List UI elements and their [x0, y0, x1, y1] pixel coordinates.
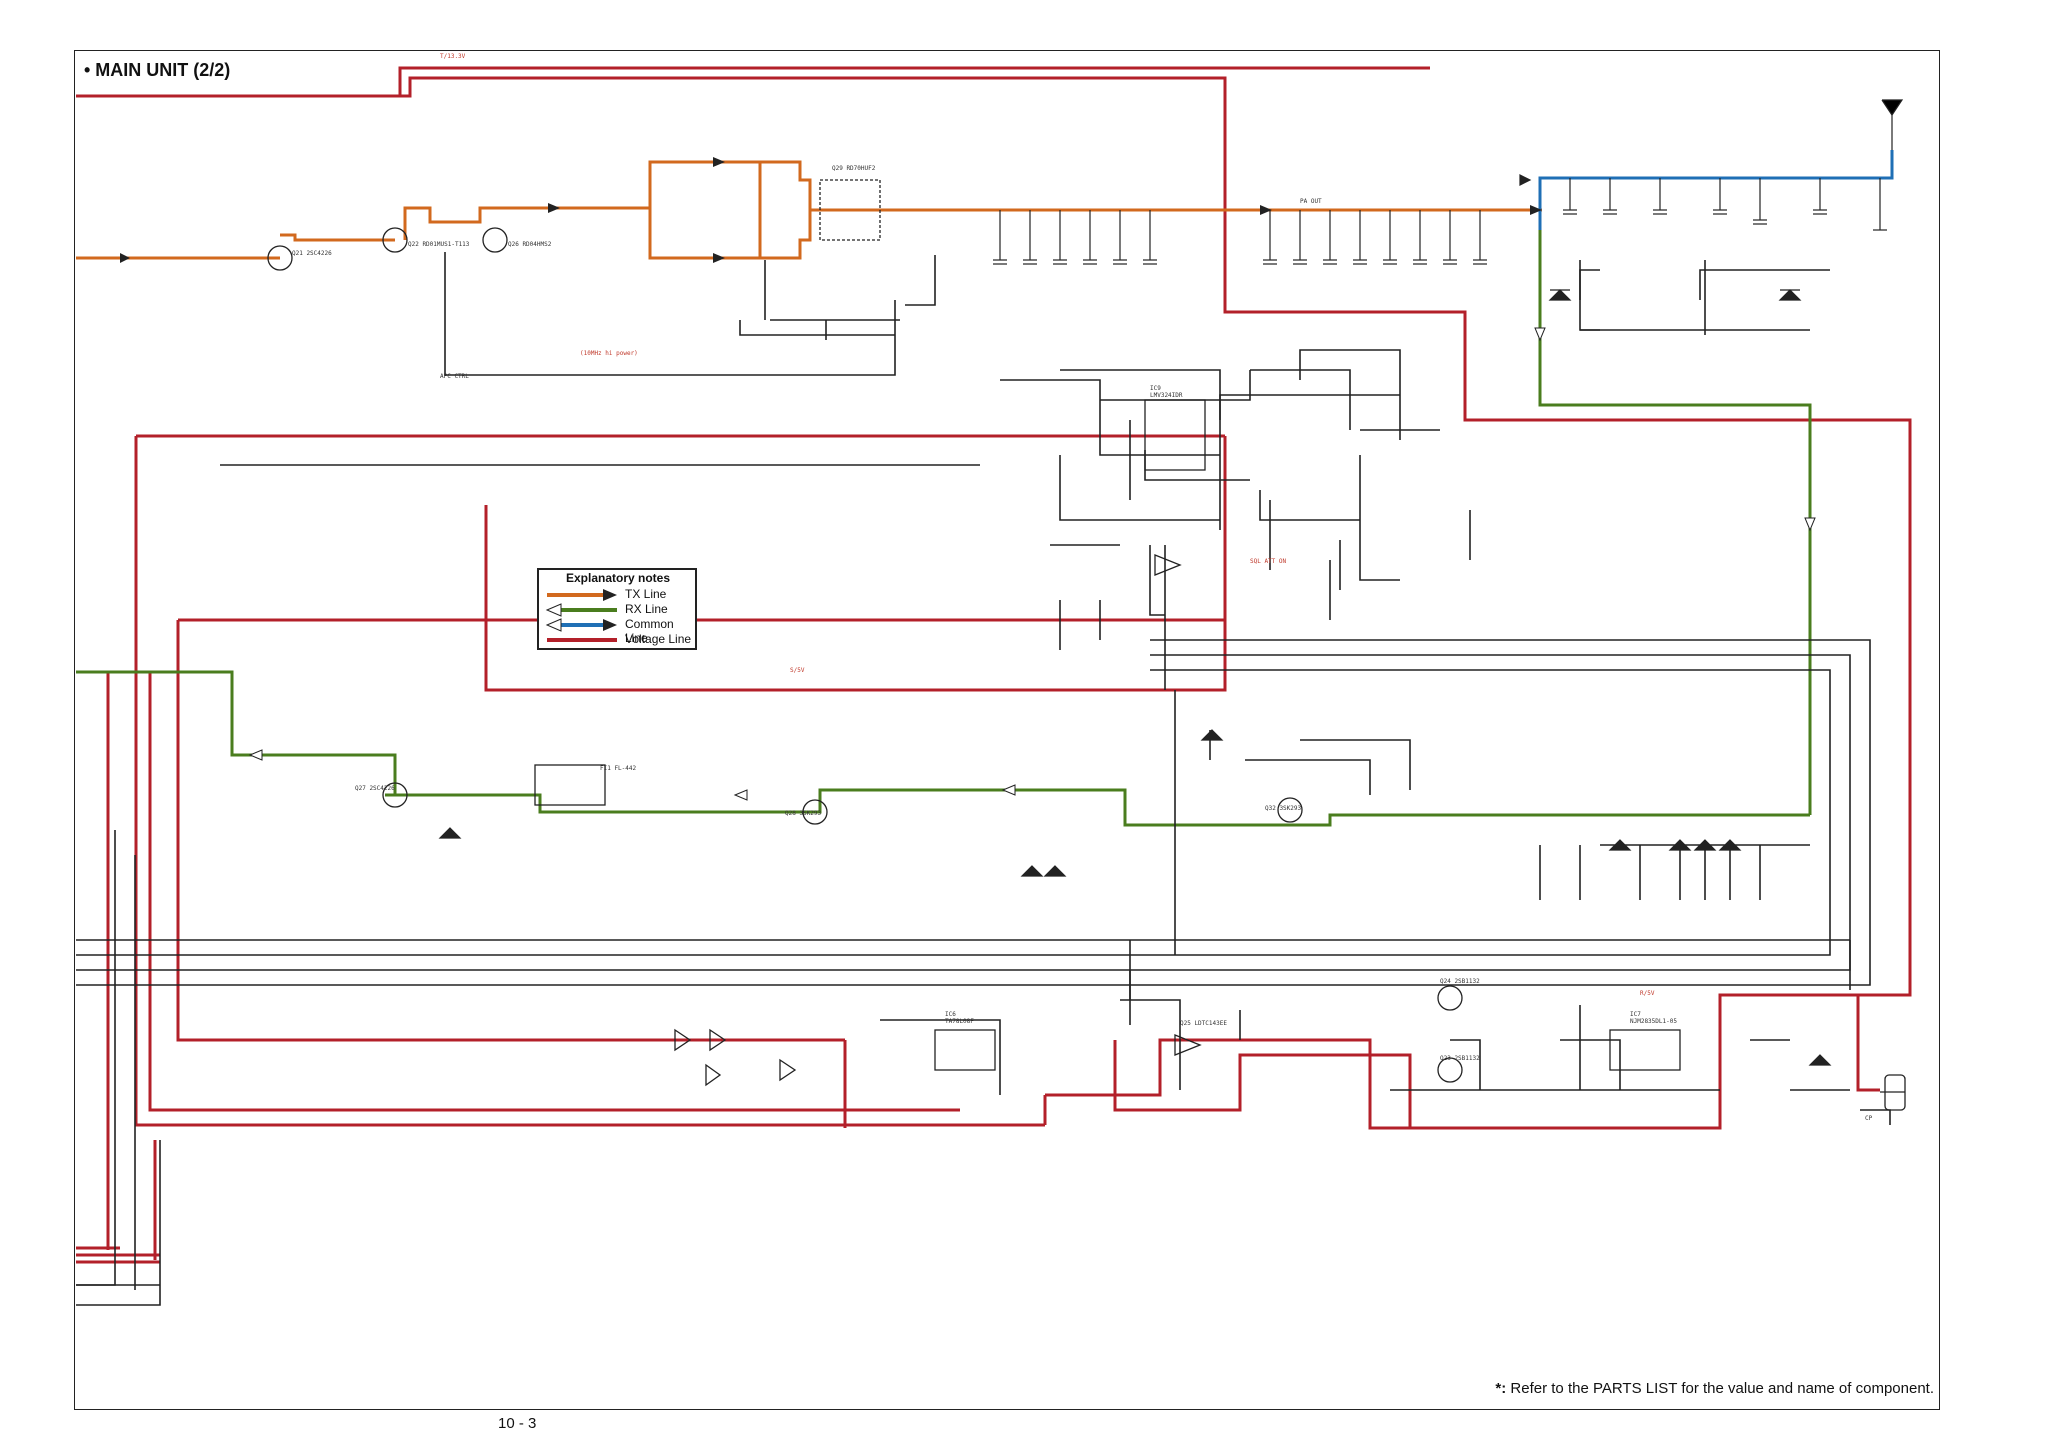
q25-symbol — [1174, 1034, 1202, 1056]
legend-label-tx: TX Line — [625, 587, 667, 601]
voltage-133-label: T/13.3V — [440, 53, 466, 60]
cp-label: CP — [1865, 1115, 1873, 1122]
transistors — [267, 179, 1681, 1087]
sql-att-label: SQL ATT ON — [1250, 558, 1287, 565]
voltage-lines — [76, 66, 1912, 1264]
ic9-part-label: LMV324IDR — [1150, 392, 1183, 399]
q32-label: Q32 3SK293 — [1265, 805, 1302, 812]
q31-symbol — [1154, 554, 1182, 576]
legend-label-common: Common Line — [625, 617, 674, 645]
q24-label: Q24 2SB1132 — [1440, 978, 1480, 985]
q28-symbol — [802, 799, 828, 825]
ic7-part-label: NJM2835DL1-05 — [1630, 1018, 1677, 1025]
footnote-mark: *: — [1495, 1380, 1507, 1397]
signal-arrows — [120, 157, 1816, 801]
q32-symbol — [1277, 797, 1303, 823]
q25-label: Q25 LDTC143EE — [1180, 1020, 1227, 1027]
legend-title: Explanatory notes — [563, 571, 674, 585]
q21-symbol — [267, 245, 293, 271]
q23-label: Q23 2SB1132 — [1440, 1055, 1480, 1062]
hi-power-label: (10MHz hi power) — [580, 350, 638, 357]
q29-symbol — [819, 179, 881, 241]
q28-label: Q28 3SK293 — [785, 810, 822, 817]
legend-item-common: Common Line — [545, 617, 695, 645]
q24-symbol — [1437, 985, 1463, 1011]
fi1-label: FI1 FL-442 — [600, 765, 637, 772]
tx-lines — [76, 160, 1542, 260]
ic9-label: IC9 — [1150, 385, 1161, 392]
tx-components — [993, 210, 1487, 265]
black-wiring — [76, 252, 1891, 1306]
common-components — [1563, 99, 1904, 231]
q29-label: Q29 RD70HUF2 — [832, 165, 876, 172]
legend-item-rx: RX Line — [545, 602, 695, 617]
footnote: *: Refer to the PARTS LIST for the value… — [1495, 1380, 1934, 1397]
page-title: • MAIN UNIT (2/2) — [84, 60, 231, 80]
legend: Explanatory notes TX Line RX Line Common… — [537, 568, 697, 650]
legend-item-voltage: Voltage Line — [545, 632, 695, 647]
ic6-symbol — [934, 1029, 996, 1071]
legend-label-rx: RX Line — [625, 602, 668, 616]
diodes — [438, 174, 1832, 1066]
q26-label: Q26 RD04HMS2 — [508, 241, 552, 248]
legend-label-voltage: Voltage Line — [625, 632, 692, 646]
schematic-frame — [74, 50, 1940, 1410]
voltage-5-label: S/5V — [790, 667, 805, 674]
q21-label: Q21 2SC4226 — [292, 250, 332, 257]
ic7-label: IC7 — [1630, 1011, 1641, 1018]
common-line — [1538, 150, 1894, 230]
apc-ctrl-label: APC CTRL — [440, 373, 469, 380]
fi1-symbol — [534, 764, 606, 806]
ic9-symbol — [1144, 399, 1206, 471]
q22-symbol — [382, 227, 408, 253]
footnote-text: Refer to the PARTS LIST for the value an… — [1506, 1380, 1934, 1397]
io-connector — [1880, 1074, 1906, 1111]
q23-symbol — [1437, 1057, 1463, 1083]
rx-vcc-label: R/5V — [1640, 990, 1655, 997]
page-number: 10 - 3 — [498, 1415, 537, 1432]
q27-symbol — [382, 782, 408, 808]
q22-label: Q22 RD01MUS1-T113 — [408, 241, 470, 248]
q27-label: Q27 2SC4226 — [355, 785, 395, 792]
ic7-symbol — [1609, 1029, 1681, 1071]
legend-item-tx: TX Line — [545, 587, 695, 602]
q12-symbol — [674, 1028, 692, 1052]
q26-symbol — [482, 227, 508, 253]
ic6-part-label: TA78L08F — [945, 1018, 974, 1025]
rx-lines — [76, 230, 1812, 827]
ic6-label: IC6 — [945, 1011, 956, 1018]
pa-out-label: PA OUT — [1300, 198, 1322, 205]
